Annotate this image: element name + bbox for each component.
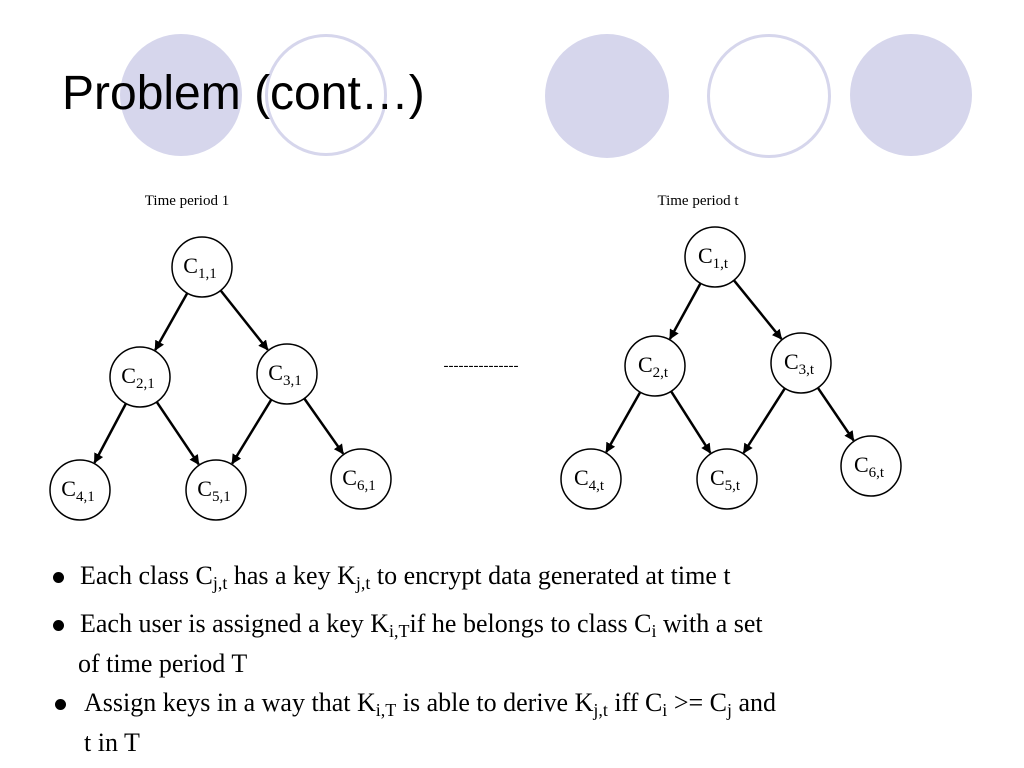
class-node-label: C6,t bbox=[854, 452, 885, 481]
class-node-circle bbox=[624, 335, 686, 397]
class-node: C3,t bbox=[770, 332, 832, 394]
class-node: C3,1 bbox=[256, 343, 318, 405]
class-node-circle bbox=[840, 435, 902, 497]
class-node-circle bbox=[770, 332, 832, 394]
class-node: C4,1 bbox=[49, 459, 111, 521]
slide-title: Problem (cont…) bbox=[62, 67, 425, 120]
class-node-circle bbox=[330, 448, 392, 510]
edge-arrow bbox=[155, 401, 200, 466]
class-node-label: C3,1 bbox=[268, 360, 301, 389]
class-node-circle bbox=[171, 236, 233, 298]
edge-arrow bbox=[231, 398, 273, 465]
class-node: C6,1 bbox=[330, 448, 392, 510]
edge-arrow bbox=[742, 387, 786, 454]
edge-arrow bbox=[732, 279, 783, 340]
decor-circle-5 bbox=[850, 34, 972, 156]
edge-arrow bbox=[816, 387, 855, 442]
tree-time-period-1: C1,1C2,1 C3,1C4,1 C5,1 C6,1 bbox=[49, 236, 392, 521]
edge-arrow bbox=[154, 292, 189, 351]
class-node: C6,t bbox=[840, 435, 902, 497]
class-node-label: C4,1 bbox=[61, 476, 94, 505]
class-node-circle bbox=[185, 459, 247, 521]
class-node-label: C4,t bbox=[574, 465, 605, 494]
class-node: C1,t bbox=[684, 226, 746, 288]
decor-circle-1 bbox=[120, 34, 242, 156]
class-node-circle bbox=[109, 346, 171, 408]
class-node-label: C6,1 bbox=[342, 465, 375, 494]
class-node-label: C2,t bbox=[638, 352, 669, 381]
class-node-circle bbox=[696, 448, 758, 510]
class-node-circle bbox=[560, 448, 622, 510]
class-node-circle bbox=[256, 343, 318, 405]
class-node-circle bbox=[49, 459, 111, 521]
tree-time-period-t: C1,tC2,t C3,tC4,t C5,t C6,t bbox=[560, 226, 902, 510]
class-node: C2,t bbox=[624, 335, 686, 397]
decor-circle-3 bbox=[545, 34, 669, 158]
class-node-label: C1,t bbox=[698, 243, 729, 272]
decor-circle-4 bbox=[707, 34, 831, 158]
period-separator: --------------- bbox=[444, 358, 519, 374]
period-label-1: Time period 1 bbox=[145, 193, 229, 209]
period-label-t: Time period t bbox=[657, 193, 739, 209]
class-node-label: C5,1 bbox=[197, 476, 230, 505]
edge-arrow bbox=[219, 289, 269, 351]
edge-arrow bbox=[303, 397, 345, 455]
edge-arrow bbox=[605, 391, 642, 453]
class-node-label: C1,1 bbox=[183, 253, 216, 282]
class-node-label: C3,t bbox=[784, 349, 815, 378]
edge-arrow bbox=[93, 402, 128, 464]
class-node: C1,1 bbox=[171, 236, 233, 298]
class-node: C4,t bbox=[560, 448, 622, 510]
class-node: C5,t bbox=[696, 448, 758, 510]
edge-arrow bbox=[670, 390, 712, 454]
decor-circle-2 bbox=[265, 34, 387, 156]
class-node: C2,1 bbox=[109, 346, 171, 408]
edge-arrow bbox=[668, 282, 702, 340]
class-node-label: C2,1 bbox=[121, 363, 154, 392]
class-node-circle bbox=[684, 226, 746, 288]
class-node: C5,1 bbox=[185, 459, 247, 521]
class-node-label: C5,t bbox=[710, 465, 741, 494]
